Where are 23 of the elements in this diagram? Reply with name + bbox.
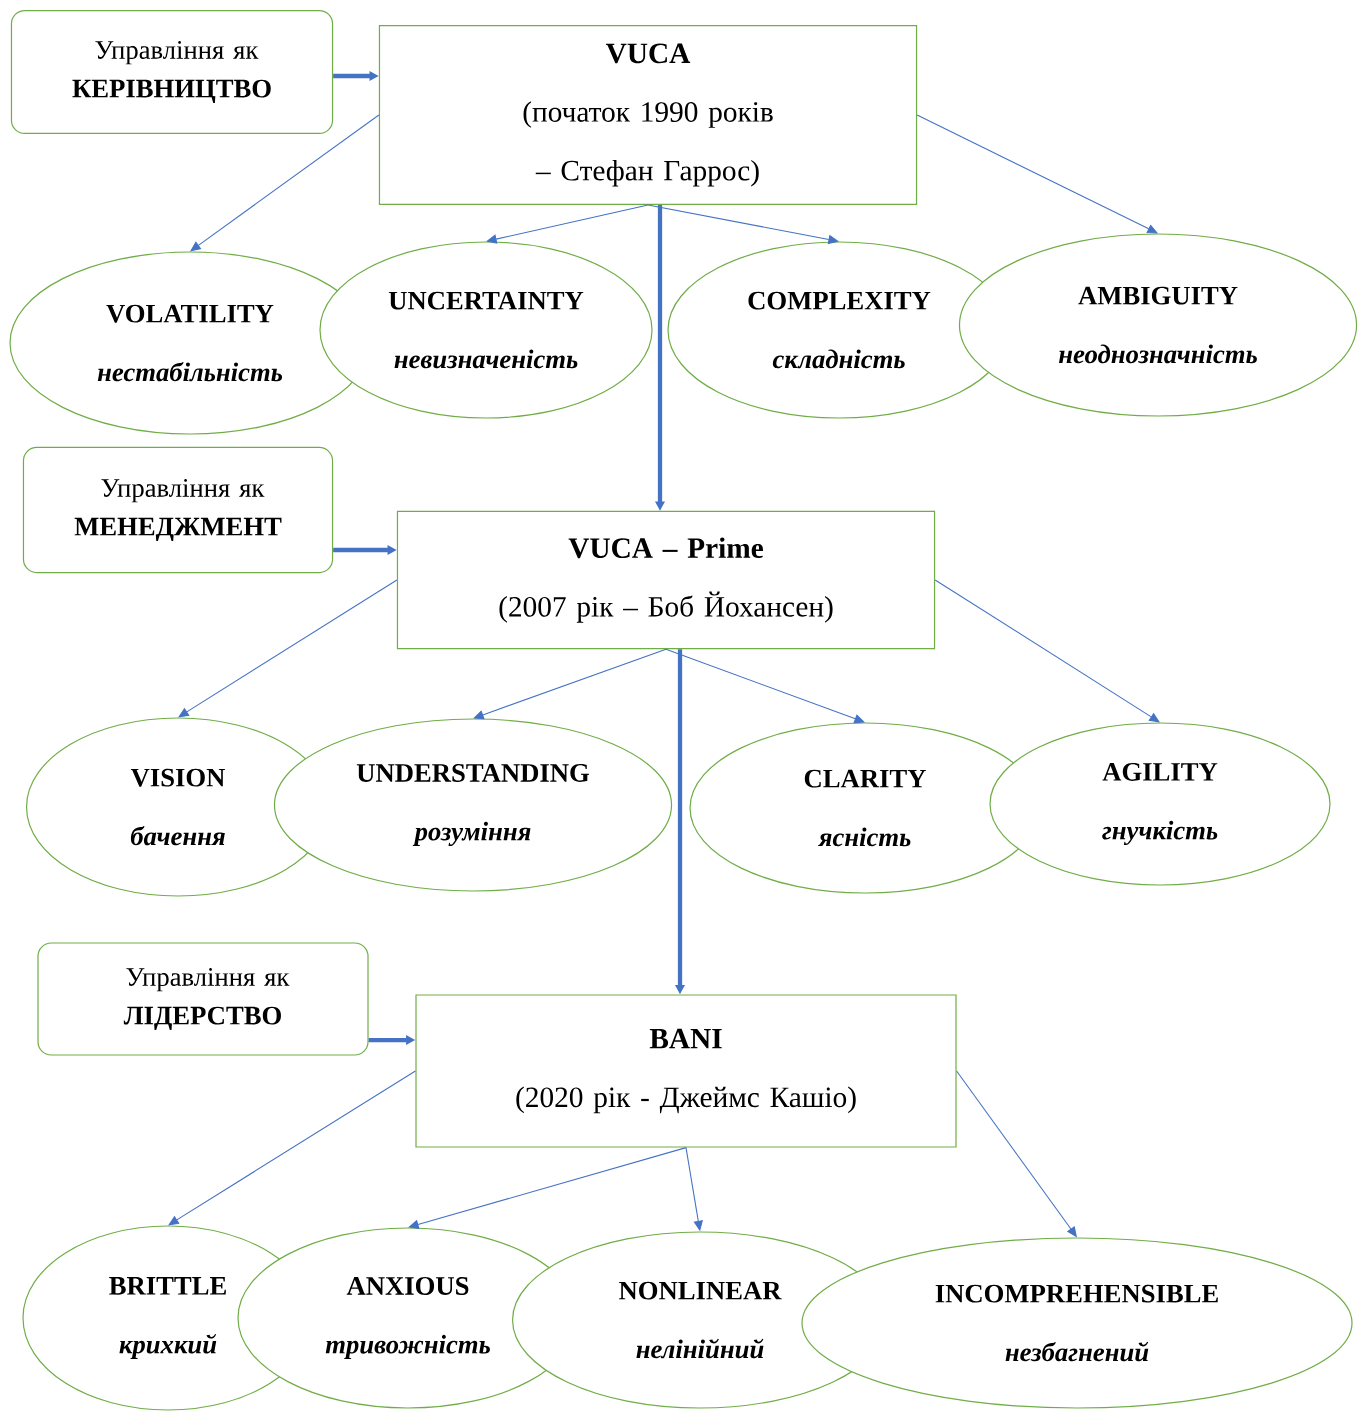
node-label: INCOMPREHENSIBLE bbox=[935, 1284, 1218, 1303]
node-label: тривожність bbox=[325, 1334, 490, 1359]
node-label: нелінійний bbox=[636, 1338, 764, 1359]
era-box: BANI (2020 рік - Джеймс Кашіо) bbox=[415, 994, 957, 1148]
arrow bbox=[665, 648, 865, 724]
arrow bbox=[190, 114, 380, 252]
arrow bbox=[408, 1147, 687, 1230]
arrow bbox=[934, 579, 1160, 723]
era-box: VUCA (початок 1990 років – Стефан Гаррос) bbox=[378, 24, 918, 206]
label-box: Управління як ЛІДЕРСТВО bbox=[37, 942, 369, 1056]
label-box: Управління як МЕНЕДЖМЕНТ bbox=[22, 446, 334, 574]
era-box: VUCA – Prime (2007 рік – Боб Йохансен) bbox=[396, 510, 936, 650]
node-label: AMBIGUITY bbox=[1078, 286, 1238, 305]
arrow bbox=[916, 114, 1158, 234]
arrow bbox=[168, 1070, 416, 1226]
arrow bbox=[486, 204, 649, 244]
arrow bbox=[178, 579, 398, 718]
node-label: незбагнений bbox=[1005, 1341, 1149, 1362]
node-label: неоднозначність bbox=[1059, 344, 1257, 364]
label-box: Управління як КЕРІВНИЦТВО bbox=[10, 9, 334, 135]
node-label: ANXIOUS bbox=[346, 1277, 469, 1295]
node-label: NONLINEAR bbox=[619, 1281, 782, 1300]
arrow bbox=[473, 648, 667, 720]
